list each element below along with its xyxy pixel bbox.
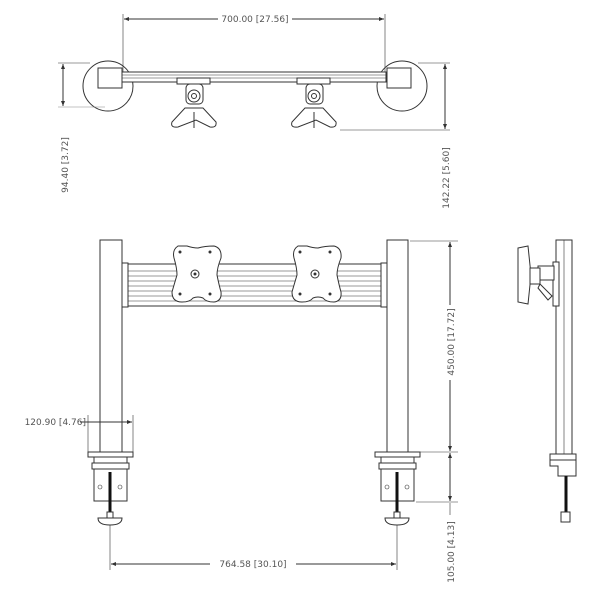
dim-clamp-height: 105.00 [4.13] [447,521,457,582]
side-plate [517,245,532,305]
dim-top-width: 700.00 [27.56] [221,15,288,25]
left-clamp [87,451,134,526]
side-view [517,239,577,523]
left-post [99,239,123,453]
dim-top-depth-right: 142.22 [5.60] [442,147,452,208]
left-clamp-outline [82,60,134,112]
dim-post-spacing: 764.58 [30.10] [219,560,286,570]
top-head-left [171,77,217,128]
vesa-plate-left [171,245,222,303]
dim-top-depth-left: 94.40 [3.72] [61,137,71,193]
right-post [386,239,409,453]
dim-flange-width: 120.90 [4.76] [25,418,86,428]
front-rail [121,263,388,307]
top-rail [121,71,387,83]
vesa-plate-right [291,245,342,303]
right-clamp-outline [376,60,428,112]
dim-post-height: 450.00 [17.72] [447,308,457,375]
top-head-right [291,77,337,128]
front-view [80,239,458,570]
right-clamp [374,451,421,526]
top-view [58,14,450,131]
